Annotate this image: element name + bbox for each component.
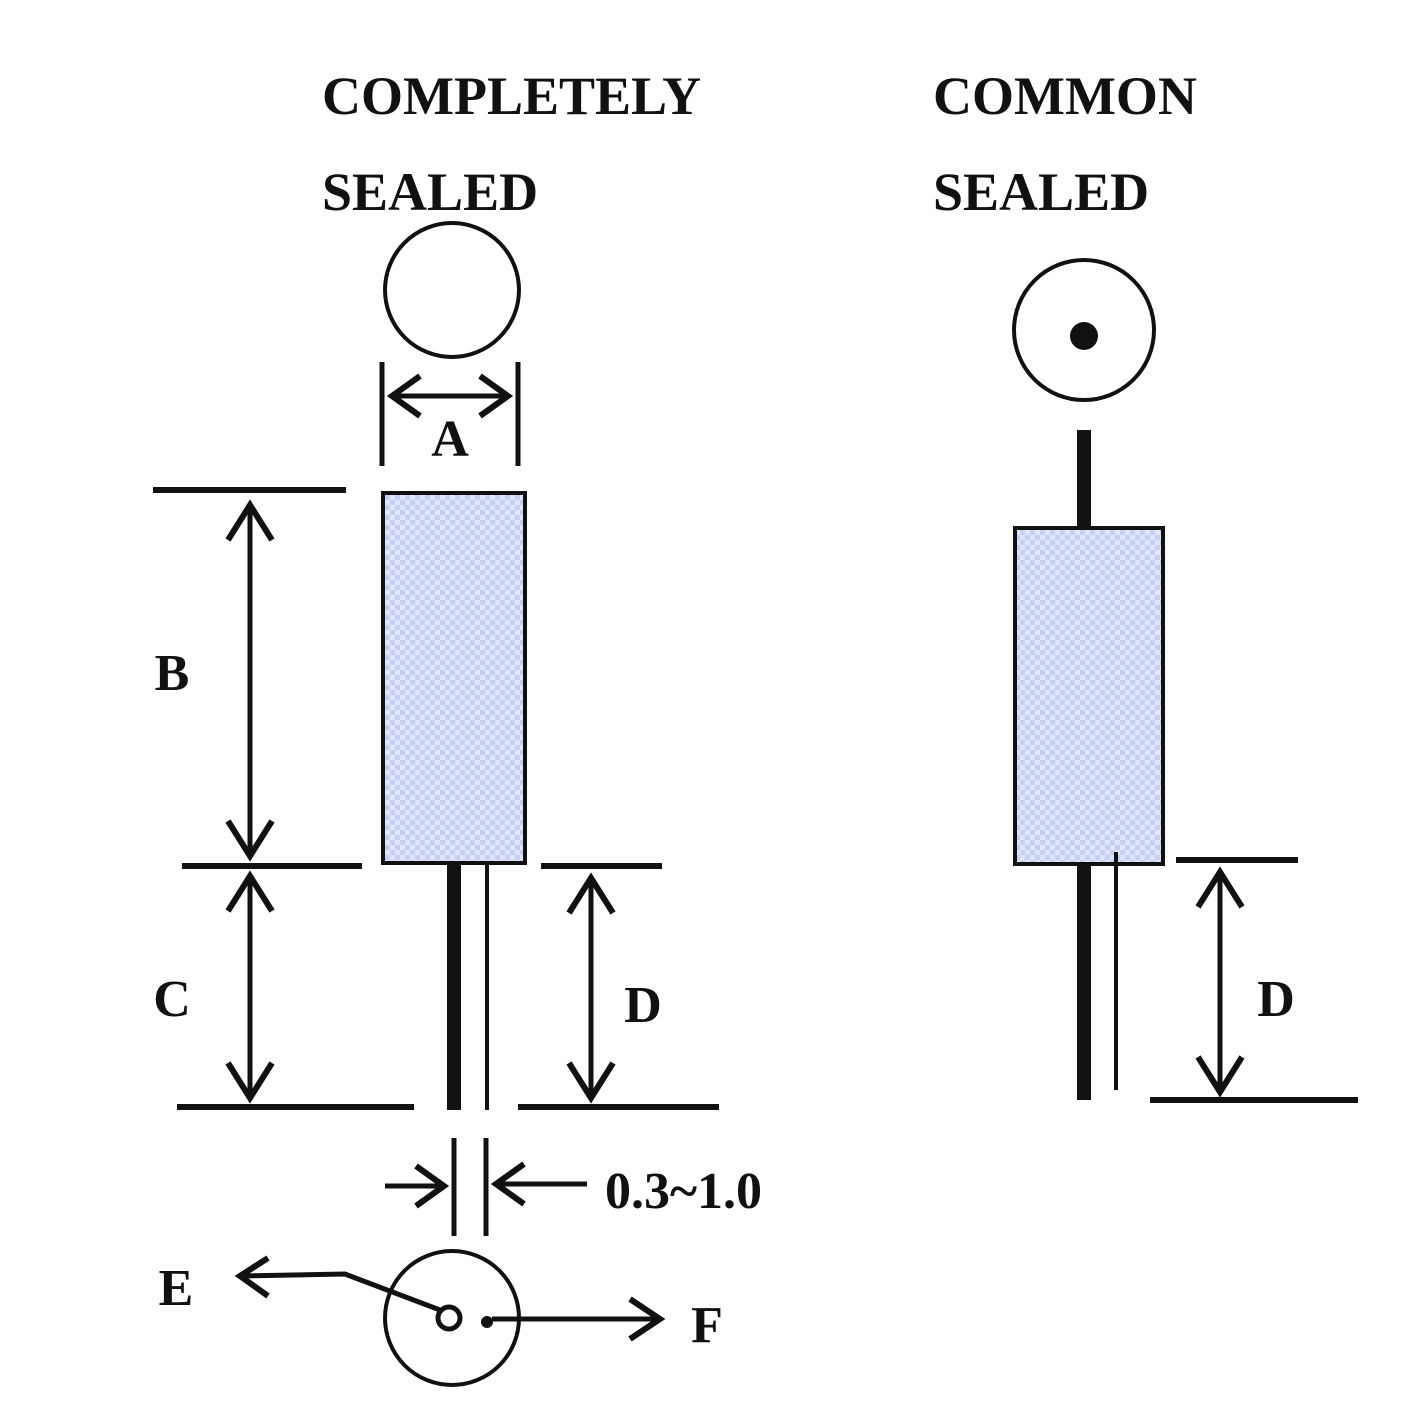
pin-e-label: E bbox=[159, 1260, 194, 1317]
right-top-view-circle bbox=[1012, 258, 1156, 402]
lead-spacing-right-arrow bbox=[490, 1161, 526, 1207]
right-title-line2: SEALED bbox=[933, 162, 1149, 222]
left-top-view-circle bbox=[383, 221, 521, 359]
pin-f-dot bbox=[481, 1316, 493, 1328]
dim-a-label: A bbox=[431, 411, 469, 468]
dim-c-label: C bbox=[153, 971, 191, 1028]
dim-b-arrow-bottom bbox=[225, 819, 275, 862]
lead-spacing-label: 0.3~1.0 bbox=[605, 1163, 762, 1220]
dim-a-arrow-right bbox=[478, 373, 514, 419]
dim-d-left-label: D bbox=[624, 977, 662, 1034]
dim-c-arrow-bottom bbox=[225, 1061, 275, 1104]
left-sensor-body bbox=[381, 491, 527, 865]
dim-a-arrow-left bbox=[386, 373, 422, 419]
pin-e-leader bbox=[239, 1271, 441, 1313]
left-title-line2: SEALED bbox=[322, 162, 538, 222]
right-top-view-center-dot bbox=[1070, 322, 1098, 350]
dim-d-right-label: D bbox=[1257, 971, 1295, 1028]
right-sensor-body bbox=[1013, 526, 1165, 866]
dim-b-arrow-top bbox=[225, 499, 275, 542]
left-title-line1: COMPLETELY bbox=[322, 66, 701, 126]
dim-d-left-arrow-bottom bbox=[566, 1061, 616, 1104]
pin-e-hole bbox=[435, 1304, 463, 1332]
common-sealed-drawing: COMMON SEALED D bbox=[933, 66, 1358, 1103]
completely-sealed-drawing: COMPLETELY SEALED A B C bbox=[153, 66, 762, 1387]
right-title-line1: COMMON bbox=[933, 66, 1197, 126]
pin-e-arrow bbox=[234, 1255, 270, 1299]
dim-d-left-arrow-top bbox=[566, 872, 616, 915]
dim-d-right-arrow-bottom bbox=[1195, 1055, 1245, 1098]
dim-c-arrow-top bbox=[225, 870, 275, 913]
dim-b-label: B bbox=[155, 645, 190, 702]
pin-f-arrow bbox=[628, 1296, 666, 1342]
dim-d-right-arrow-top bbox=[1195, 866, 1245, 909]
pin-f-label: F bbox=[691, 1297, 723, 1354]
lead-spacing-left-arrow bbox=[414, 1163, 450, 1209]
